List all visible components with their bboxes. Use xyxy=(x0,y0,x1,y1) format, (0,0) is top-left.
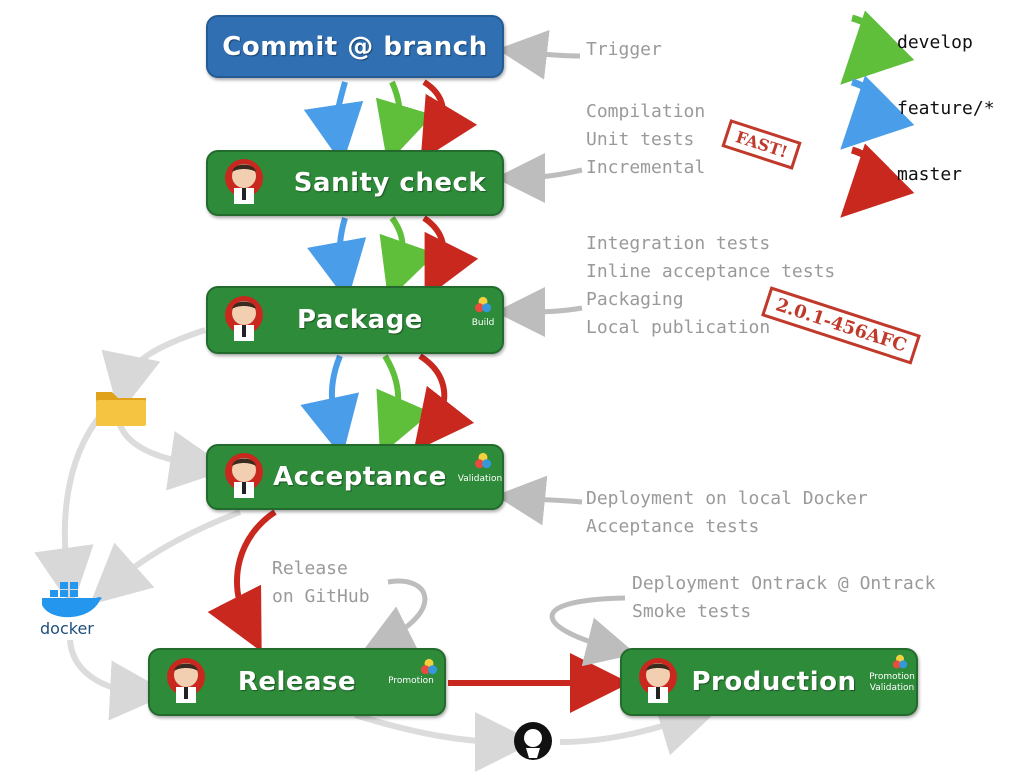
legend-develop-icon xyxy=(840,10,915,85)
note-line: on GitHub xyxy=(272,586,370,607)
stage-sanity-check[interactable]: Sanity check xyxy=(206,150,504,216)
legend-feature-icon xyxy=(840,75,915,150)
stage-production-label: Production xyxy=(691,667,857,697)
note-arrows xyxy=(362,29,637,667)
branch-arrows-package-acceptance xyxy=(300,353,475,458)
folder-icon xyxy=(96,392,146,426)
note-line: Compilation xyxy=(586,101,706,122)
stage-commit-label: Commit @ branch xyxy=(222,31,488,62)
badge-validation: Validation xyxy=(457,474,503,484)
note-line: Inline acceptance tests xyxy=(586,261,836,282)
stage-production[interactable]: Production Promotion Validation xyxy=(620,648,918,716)
jenkins-icon xyxy=(639,658,677,703)
note-trigger: Trigger xyxy=(586,36,662,64)
note-sanity: Compilation Unit tests Incremental xyxy=(586,98,705,182)
note-line: Unit tests xyxy=(586,129,695,150)
note-package: Integration tests Inline acceptance test… xyxy=(586,230,835,342)
artifact-flow-arrows xyxy=(34,327,719,772)
docker-icon xyxy=(42,582,102,618)
note-line: Integration tests xyxy=(586,233,771,254)
note-line: Packaging xyxy=(586,289,684,310)
stage-acceptance[interactable]: Acceptance Validation xyxy=(206,444,504,510)
master-arrow-acceptance-release xyxy=(207,509,277,652)
jenkins-icon xyxy=(167,658,205,703)
jenkins-icon xyxy=(225,159,263,204)
note-line: Acceptance tests xyxy=(586,516,760,537)
note-line: Release xyxy=(272,558,348,579)
note-line: Deployment on local Docker xyxy=(586,488,868,509)
note-line: Smoke tests xyxy=(632,601,752,622)
note-line: Deployment Ontrack @ Ontrack xyxy=(632,573,936,594)
colored-dots-icon xyxy=(474,452,492,469)
colored-dots-icon xyxy=(474,296,492,313)
branch-arrows-sanity-package xyxy=(307,215,479,302)
stage-sanity-check-label: Sanity check xyxy=(293,168,487,198)
branch-arrows-commit-sanity xyxy=(303,79,478,165)
colored-dots-icon xyxy=(420,658,438,675)
stage-release-label: Release xyxy=(237,667,357,697)
stage-commit[interactable]: Commit @ branch xyxy=(206,15,504,78)
stage-package[interactable]: Package Build xyxy=(206,286,504,354)
stage-package-label: Package xyxy=(297,305,423,335)
legend-feature: feature/* xyxy=(897,98,995,119)
note-line: Trigger xyxy=(586,39,662,60)
badge-promotion: Promotion xyxy=(388,676,434,686)
note-release: Release on GitHub xyxy=(272,555,370,611)
badge-build: Build xyxy=(471,318,495,328)
stage-release[interactable]: Release Promotion xyxy=(148,648,446,716)
jenkins-icon xyxy=(225,453,263,498)
docker-label: docker xyxy=(40,619,94,638)
badge-promotion: Promotion xyxy=(869,672,915,682)
jenkins-icon xyxy=(225,296,263,341)
colored-dots-icon xyxy=(892,654,908,669)
badge-validation: Validation xyxy=(869,683,915,693)
note-line: Incremental xyxy=(586,157,706,178)
note-line: Local publication xyxy=(586,317,771,338)
github-icon xyxy=(514,722,552,760)
stage-acceptance-label: Acceptance xyxy=(273,462,447,492)
legend-master-icon xyxy=(840,143,915,218)
legend-master: master xyxy=(897,164,963,185)
note-acceptance: Deployment on local Docker Acceptance te… xyxy=(586,485,868,541)
note-production: Deployment Ontrack @ Ontrack Smoke tests xyxy=(632,570,935,626)
legend-develop: develop xyxy=(897,32,973,53)
